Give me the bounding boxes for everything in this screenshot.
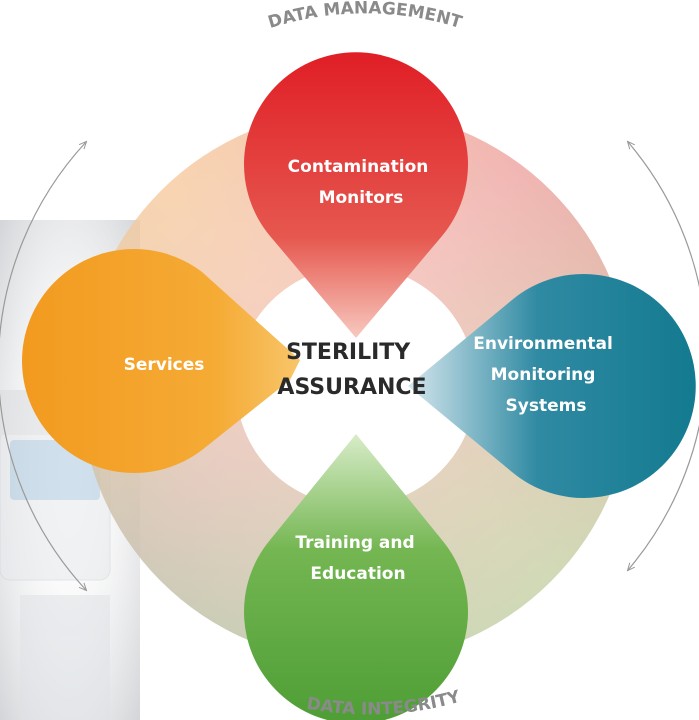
top-arc-text: DATA MANAGEMENT (266, 0, 465, 33)
petal-right-line-3: Systems (506, 396, 587, 416)
petal-right-line-2: Monitoring (491, 365, 596, 385)
petal-right-line-1: Environmental (473, 334, 613, 354)
petal-top-line-1: Contamination (288, 157, 429, 177)
center-label: STERILITY ASSURANCE (277, 340, 426, 400)
petal-right-label: Environmental Monitoring Systems (473, 334, 618, 416)
right-cycle-arrow (628, 142, 699, 570)
petal-top-label: Contamination Monitors (288, 157, 435, 208)
petal-left (22, 249, 301, 474)
top-arc-label: DATA MANAGEMENT (266, 0, 465, 33)
center-line-1: STERILITY (286, 340, 411, 365)
petal-top (244, 52, 468, 338)
petal-bottom-line-1: Training and (295, 533, 414, 553)
petal-left-line-1: Services (124, 355, 205, 375)
petal-bottom-label: Training and Education (295, 533, 420, 584)
center-disc (236, 266, 476, 506)
left-cycle-arrow (0, 142, 86, 590)
petal-bottom (244, 434, 468, 720)
petal-left-label: Services (124, 355, 205, 375)
petal-right (408, 274, 696, 499)
petal-top-line-2: Monitors (319, 188, 404, 208)
petal-bottom-line-2: Education (310, 564, 405, 584)
center-line-2: ASSURANCE (277, 375, 426, 400)
